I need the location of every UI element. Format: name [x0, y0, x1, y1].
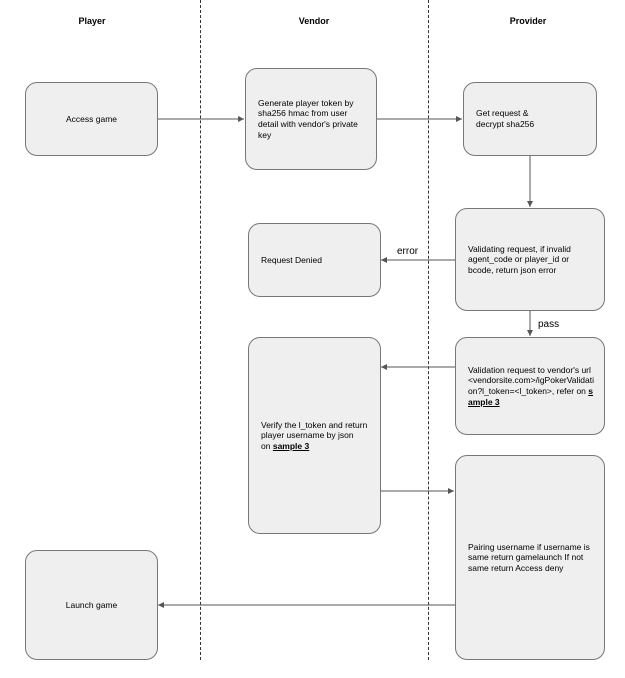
node-validation-request: Validation request to vendor's url <vend…	[455, 337, 605, 435]
edge-label-pass: pass	[538, 319, 560, 330]
node-validation-request-text: Validation request to vendor's url <vend…	[468, 364, 594, 396]
node-pairing-username-label: Pairing username if username is same ret…	[468, 541, 590, 573]
node-launch-game: Launch game	[25, 550, 158, 660]
lane-divider-vendor-provider	[428, 0, 429, 660]
node-validating-request: Validating request, if invalid agent_cod…	[455, 208, 605, 311]
node-request-denied: Request Denied	[248, 223, 381, 297]
node-verify-token-label: Verify the l_token and return player use…	[249, 420, 380, 452]
node-verify-token-text: Verify the l_token and return player use…	[261, 419, 368, 441]
node-validation-request-ref: sample 3	[468, 386, 594, 407]
node-request-denied-label: Request Denied	[261, 254, 322, 265]
node-generate-token: Generate player token by sha256 hmac fro…	[245, 68, 377, 170]
node-access-game: Access game	[25, 82, 158, 156]
lane-title-player: Player	[78, 16, 106, 26]
node-validation-request-label: Validation request to vendor's url <vend…	[456, 365, 604, 408]
node-generate-token-label: Generate player token by sha256 hmac fro…	[258, 97, 358, 140]
node-verify-token-on: on	[261, 440, 271, 451]
node-pairing-username: Pairing username if username is same ret…	[455, 455, 605, 660]
node-access-game-label: Access game	[65, 113, 118, 124]
node-get-request: Get request & decrypt sha256	[463, 82, 597, 156]
node-launch-game-label: Launch game	[65, 599, 118, 610]
node-verify-token: Verify the l_token and return player use…	[248, 337, 381, 534]
node-validating-request-label: Validating request, if invalid agent_cod…	[468, 243, 571, 275]
lane-divider-player-vendor	[200, 0, 201, 660]
edge-label-error: error	[397, 246, 419, 257]
lane-title-vendor: Vendor	[298, 16, 330, 26]
node-get-request-label: Get request & decrypt sha256	[476, 108, 535, 129]
lane-title-provider: Provider	[509, 16, 547, 26]
node-verify-token-ref: sample 3	[272, 440, 310, 451]
